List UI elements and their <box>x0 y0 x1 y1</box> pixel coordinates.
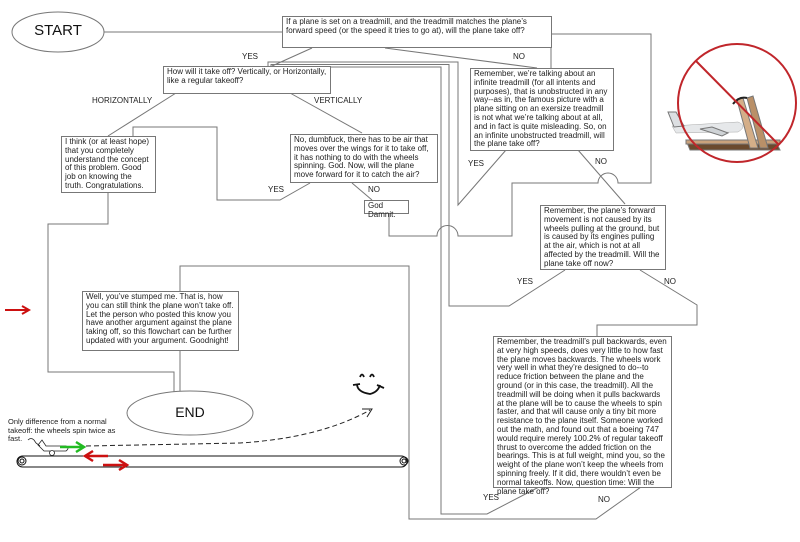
stumped-box: Well, you’ve stumped me. That is, how yo… <box>82 291 239 351</box>
connector-pull-no <box>179 265 642 520</box>
label-q1-yes: YES <box>242 52 259 61</box>
label-pull-no: NO <box>598 495 610 504</box>
treadmill-illustration <box>16 455 409 468</box>
label-forward-yes: YES <box>517 277 534 286</box>
label-infinite-yes: YES <box>468 159 485 168</box>
label-pull-yes: YES <box>483 493 500 502</box>
label-q1-no: NO <box>513 52 525 61</box>
red-right-arrow-icon <box>103 458 130 472</box>
label-infinite-no: NO <box>595 157 607 166</box>
connector-q1-no <box>384 47 538 69</box>
connector-horizontally <box>107 92 177 137</box>
red-arrow-icon <box>5 305 32 315</box>
label-horizontally: HORIZONTALLY <box>92 96 153 105</box>
label-vertical-yes: YES <box>268 185 285 194</box>
connector-vertical-no <box>351 182 373 201</box>
connector-god-damnit-loop <box>388 33 652 237</box>
question-plane-on-treadmill: If a plane is set on a treadmill, and th… <box>282 16 552 48</box>
connector-vertically <box>289 92 363 134</box>
forward-movement-box: Remember, the plane’s forward movement i… <box>540 205 666 270</box>
infinite-treadmill-box: Remember, we’re talking about an infinit… <box>470 68 614 151</box>
connector-forward-yes-loop <box>270 64 566 307</box>
connector-vertical-yes <box>132 126 311 201</box>
connector-forward-no <box>596 269 698 336</box>
illustration-caption: Only difference from a normal takeoff: t… <box>8 417 116 443</box>
red-left-arrow-icon <box>82 449 108 463</box>
connector-infinite-yes-loop <box>267 61 507 207</box>
start-oval <box>11 11 105 53</box>
takeoff-arrowhead-icon <box>362 408 373 418</box>
vertical-answer-box: No, dumbfuck, there has to be air that m… <box>290 134 438 183</box>
smiley-icon <box>352 373 385 395</box>
god-damnit-box: God Damnit. <box>364 200 409 219</box>
end-label: END <box>175 404 205 420</box>
start-label: START <box>34 22 82 39</box>
connector-infinite-no <box>577 149 626 205</box>
label-forward-no: NO <box>664 277 676 286</box>
question-how-take-off: How will it take off? Vertically, or Hor… <box>163 66 331 94</box>
no-plane-treadmill-sign-icon <box>667 43 797 163</box>
label-vertically: VERTICALLY <box>314 96 363 105</box>
dashed-takeoff-path <box>85 409 371 447</box>
connector-q1-yes <box>271 47 313 67</box>
congratulations-box: I think (or at least hope) that you comp… <box>61 136 156 193</box>
treadmill-pull-box: Remember, the treadmill’s pull backwards… <box>493 336 672 495</box>
end-oval <box>126 390 254 436</box>
label-vertical-no: NO <box>368 185 380 194</box>
connector-congrats-end <box>47 192 175 392</box>
connector-pull-yes-loop <box>274 66 540 515</box>
green-arrow-icon <box>60 440 87 454</box>
